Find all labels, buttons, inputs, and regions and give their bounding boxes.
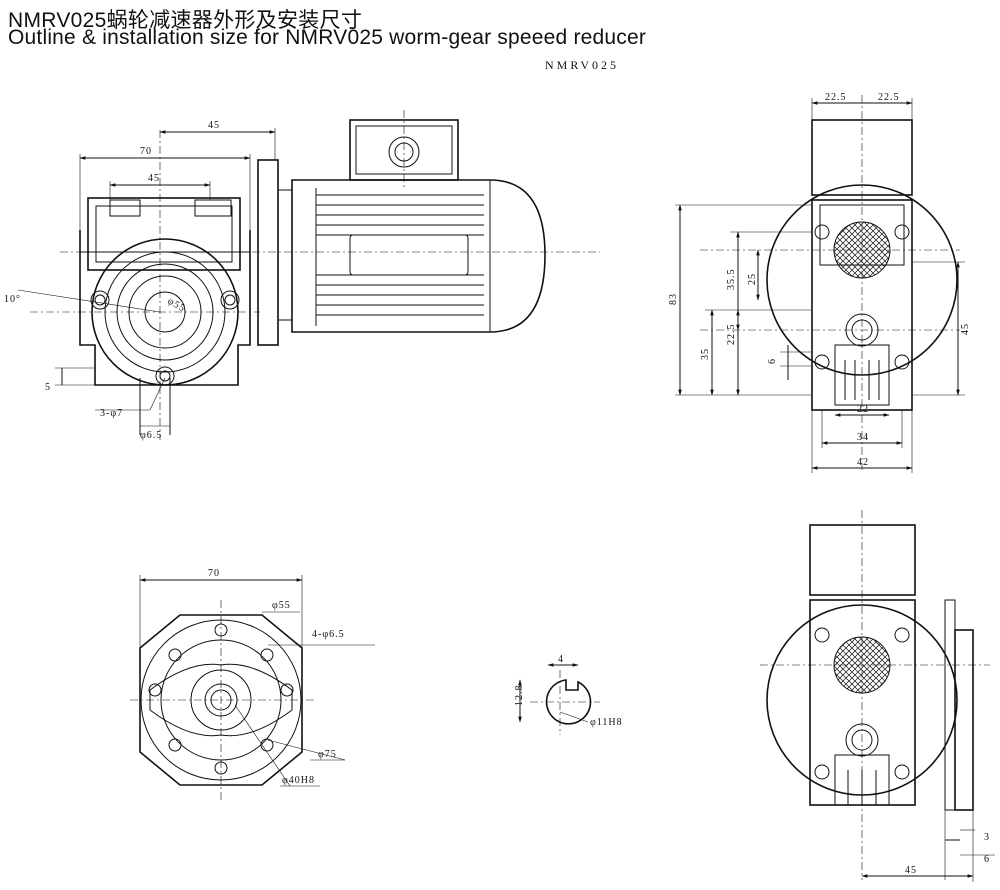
dim-5: 5 [45, 382, 51, 393]
dim-42: 42 [857, 457, 869, 468]
dim-phi40h8: φ40H8 [282, 775, 315, 786]
motor-fins [316, 194, 484, 316]
view-end-with-flange: 3 6 45 [760, 510, 995, 882]
dim-3: 3 [984, 832, 990, 843]
title-chinese: NMRV025蜗轮减速器外形及安装尺寸 [8, 9, 363, 32]
dim-22-5-right: 22.5 [878, 92, 900, 103]
dim-70-flange: 70 [208, 568, 220, 579]
dim-4-phi65: 4-φ6.5 [312, 629, 345, 640]
view-bore-detail: 4 12.8 φ11H8 [514, 654, 623, 735]
dim-45-top: 45 [208, 120, 220, 131]
view-side-with-motor: 45 70 45 10° φ55 5 3-φ7 φ6.5 [4, 110, 600, 441]
dim-3-phi7: 3-φ7 [100, 408, 123, 419]
title-english: Outline & installation size for NMRV025 … [8, 26, 647, 49]
view-end-top: 22.5 22.5 83 35.5 25 22.5 35 6 45 22 34 … [668, 92, 971, 473]
dim-6-bottom: 6 [984, 854, 990, 865]
dim-12-8: 12.8 [514, 685, 525, 707]
dim-22-5: 22.5 [726, 324, 737, 346]
model-label: NMRV025 [545, 58, 620, 72]
dim-phi55-flange: φ55 [272, 600, 291, 611]
dim-45-right: 45 [960, 323, 971, 335]
dim-35-5: 35.5 [726, 269, 737, 291]
dim-34: 34 [857, 432, 869, 443]
dim-83: 83 [668, 293, 679, 305]
dim-angle: 10° [4, 294, 21, 305]
dim-phi65: φ6.5 [140, 430, 162, 441]
dim-25: 25 [747, 273, 758, 285]
dim-45-inner: 45 [148, 173, 160, 184]
dim-22: 22 [857, 404, 869, 415]
dim-phi11h8: φ11H8 [590, 717, 623, 728]
dim-35: 35 [700, 348, 711, 360]
dim-70: 70 [140, 146, 152, 157]
dim-6: 6 [767, 358, 778, 364]
dim-phi75: φ75 [318, 749, 337, 760]
dim-45-bottom: 45 [905, 865, 917, 876]
view-flange: 70 φ55 4-φ6.5 φ75 φ40H8 [130, 568, 375, 800]
dim-22-5-left: 22.5 [825, 92, 847, 103]
dim-key-4: 4 [558, 654, 564, 665]
